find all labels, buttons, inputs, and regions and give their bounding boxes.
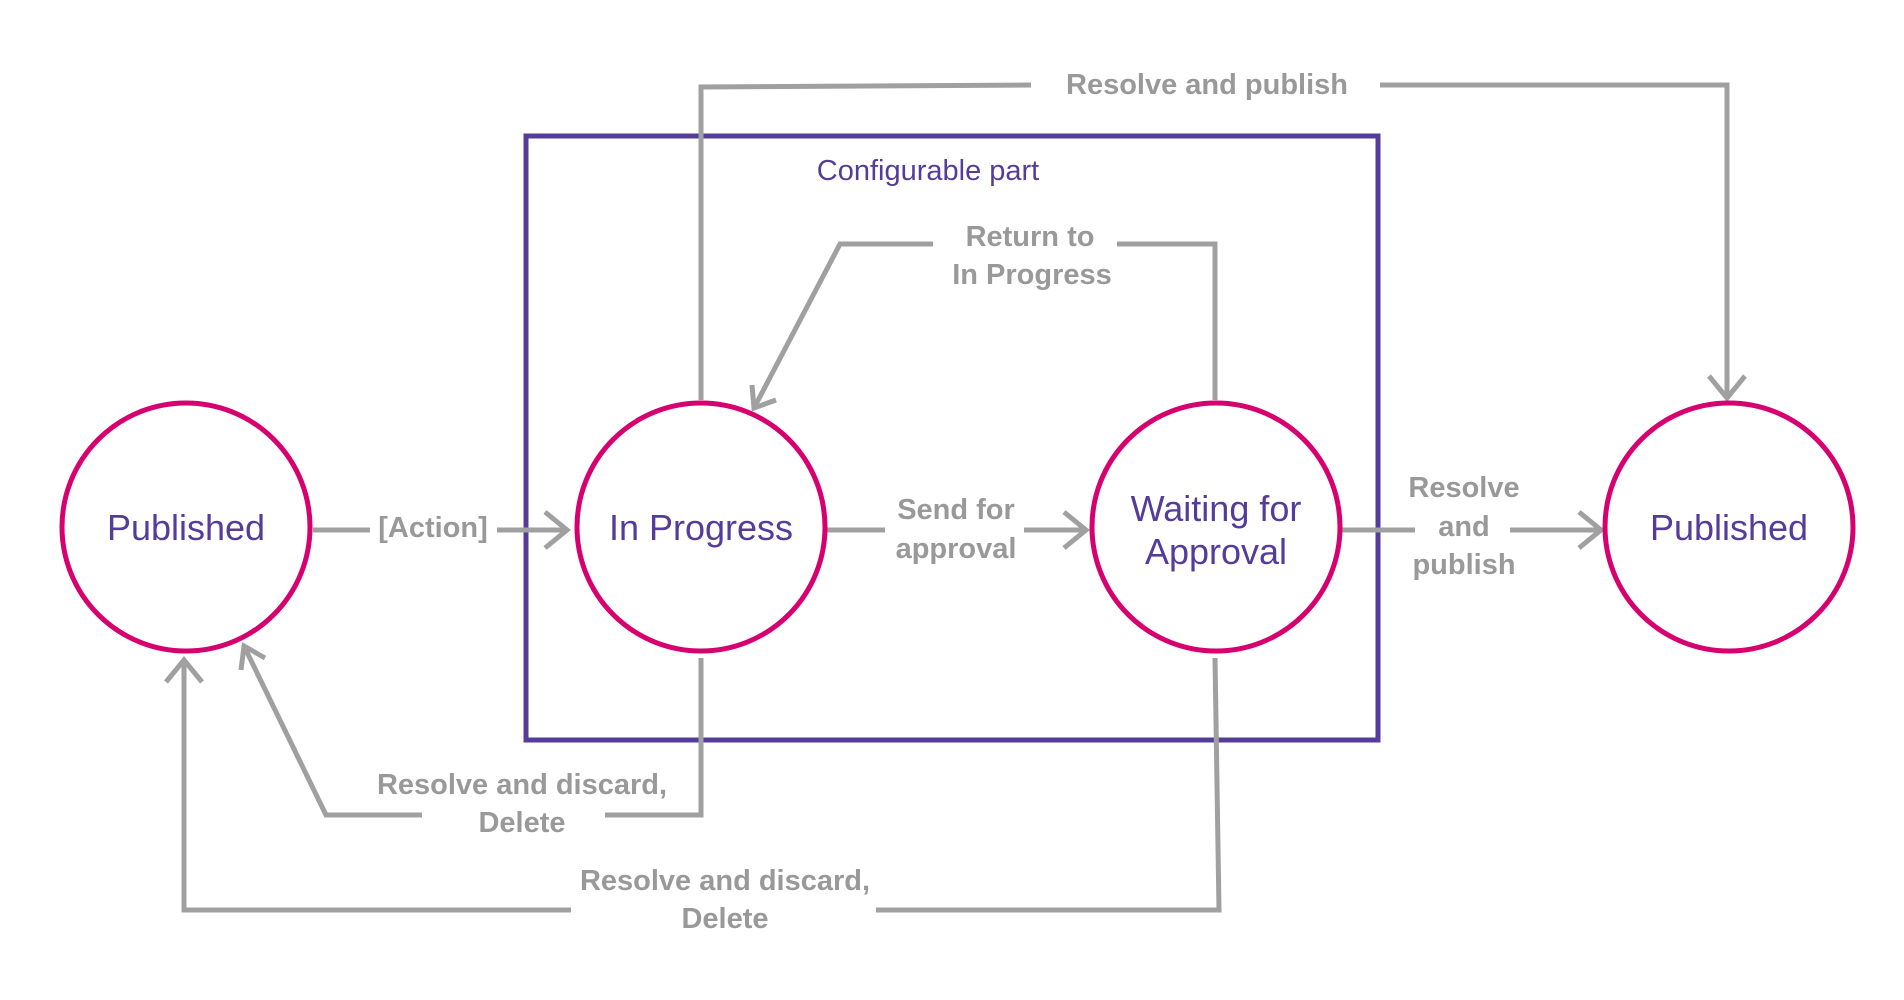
arrow-discard-ip-line-a bbox=[605, 658, 704, 818]
transition-resolve-right-label-line1: Resolve bbox=[1408, 472, 1519, 504]
transition-discard-ip-label-line1: Resolve and discard, bbox=[377, 769, 667, 801]
arrow-send-head bbox=[1062, 510, 1090, 550]
transition-action-label: [Action] bbox=[378, 512, 488, 544]
transition-resolve-right-label-line2: and bbox=[1438, 511, 1490, 543]
transition-return-label-line2: In Progress bbox=[952, 259, 1112, 291]
transition-discard-wait-label-line1: Resolve and discard, bbox=[580, 865, 870, 897]
state-waiting-label-line2: Approval bbox=[1145, 531, 1287, 572]
arrow-return-line-b bbox=[751, 241, 933, 410]
transition-discard-wait-label-line2: Delete bbox=[681, 903, 768, 935]
arrow-discard-ip-head bbox=[238, 641, 267, 671]
arrow-return-head bbox=[749, 384, 777, 412]
arrow-discard-wait-line-a bbox=[876, 657, 1222, 913]
state-waiting-label-line1: Waiting for bbox=[1131, 488, 1302, 529]
arrow-discard-wait-head bbox=[164, 656, 204, 684]
arrow-resolve-right-head bbox=[1577, 510, 1605, 550]
arrow-action-head bbox=[543, 510, 571, 550]
state-published-right: Published bbox=[1602, 400, 1856, 654]
configurable-part-box: Configurable part bbox=[523, 133, 1381, 743]
state-published-right-label: Published bbox=[1650, 507, 1808, 548]
arrow-return-line-a bbox=[1117, 241, 1218, 400]
transition-return-label-line1: Return to bbox=[966, 221, 1095, 253]
configurable-part-label: Configurable part bbox=[817, 155, 1039, 187]
state-in-progress: In Progress bbox=[574, 400, 828, 654]
transition-send-label-line1: Send for bbox=[897, 494, 1015, 526]
arrow-discard-ip-line-b bbox=[241, 644, 422, 818]
arrow-discard-wait-line-b bbox=[181, 660, 571, 913]
arrow-resolve-top-line-b bbox=[1380, 82, 1730, 396]
transition-send-label-line2: approval bbox=[896, 533, 1017, 565]
transition-discard-ip-label-line2: Delete bbox=[478, 807, 565, 839]
state-published-left: Published bbox=[59, 400, 313, 654]
state-waiting-for-approval: Waiting for Approval bbox=[1089, 400, 1343, 654]
transition-resolve-top-label: Resolve and publish bbox=[1066, 69, 1348, 101]
arrow-resolve-top-line-a bbox=[698, 82, 1032, 400]
state-published-left-label: Published bbox=[107, 507, 265, 548]
state-in-progress-label: In Progress bbox=[609, 507, 793, 548]
arrow-resolve-top-head bbox=[1707, 374, 1747, 402]
transition-resolve-right-label-line3: publish bbox=[1412, 549, 1515, 581]
